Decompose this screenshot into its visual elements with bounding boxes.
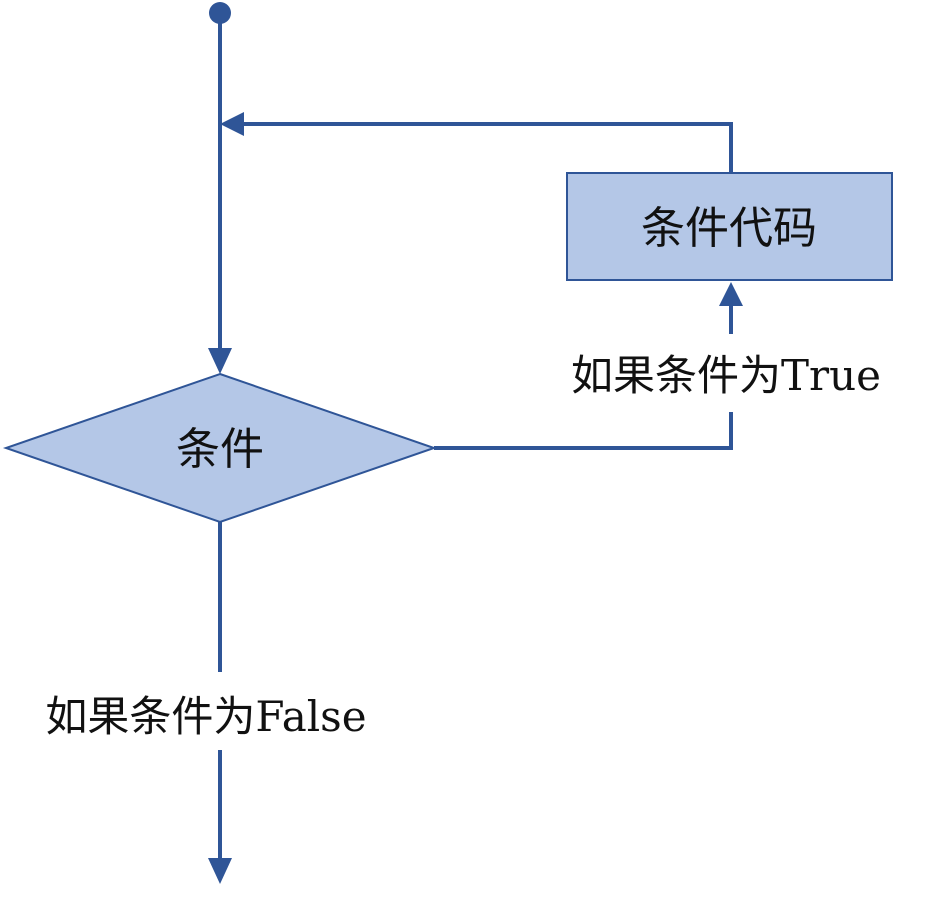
exit-arrowhead xyxy=(208,858,232,884)
entry-arrowhead xyxy=(208,348,232,374)
loop-back-arrowhead xyxy=(220,112,244,136)
true-branch-arrowhead xyxy=(719,282,743,306)
condition-label: 条件 xyxy=(176,424,264,475)
true-branch-label: 如果条件为True xyxy=(571,351,881,400)
loop-body-box xyxy=(566,172,893,281)
false-branch-label: 如果条件为False xyxy=(45,692,366,741)
true-branch-line xyxy=(434,412,733,450)
loop-body-label: 条件代码 xyxy=(641,203,817,254)
loop-back-line xyxy=(244,122,733,173)
